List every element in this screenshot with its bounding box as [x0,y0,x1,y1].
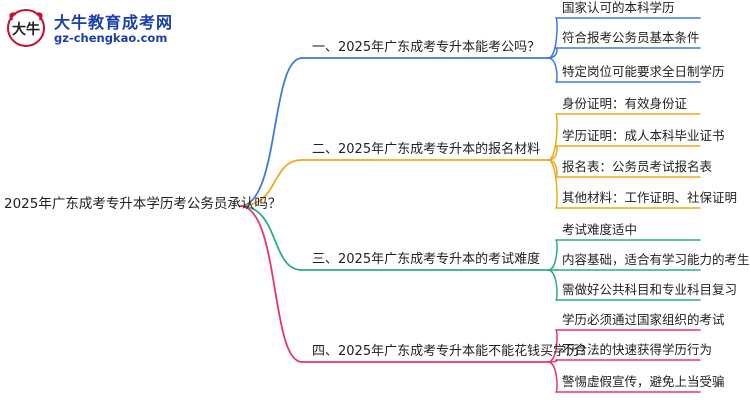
branch-topic-1: 一、2025年广东成考专升本能考公吗？ [312,40,541,55]
leaf-topic-2-2: 学历证明：成人本科毕业证书 [562,128,725,143]
branch-connector-4 [239,205,303,363]
root-topic: 2025年广东成考专升本学历考公务员承认吗？ [4,196,282,212]
emblem-text: 大牛 [12,21,40,38]
leaf-topic-2-1: 身份证明：有效身份证 [562,96,688,111]
child-connector-4-3 [547,361,558,393]
leaf-topic-3-3: 需做好公共科目和专业科目复习 [562,282,738,297]
child-connector-4-1 [547,329,558,363]
child-connector-1-2 [547,47,558,59]
leaf-topic-1-1: 国家认可的本科学历 [562,0,675,15]
child-connector-2-4 [547,159,558,209]
leaf-topic-4-1: 学历必须通过国家组织的考试 [562,312,725,327]
branch-topic-2: 二、2025年广东成考专升本的报名材料 [312,142,541,157]
child-connector-3-1 [547,239,558,271]
branch-topic-4: 四、2025年广东成考专升本能不能花钱买学历？ [312,344,593,359]
leaf-topic-1-3: 特定岗位可能要求全日制学历 [562,64,725,79]
leaf-topic-4-2: 不合法的快速获得学历行为 [562,342,713,357]
branch-connector-2 [239,159,303,207]
child-connector-2-1 [547,113,558,161]
leaf-topic-2-4: 其他材料：工作证明、社保证明 [562,190,738,205]
leaf-topic-3-2: 内容基础，适合有学习能力的考生 [562,252,750,267]
child-connector-1-1 [547,17,558,59]
logo-title: 大牛教育成考网 [54,13,174,32]
branch-topic-3: 三、2025年广东成考专升本的考试难度 [312,252,541,267]
bull-emblem-icon: 大牛 [7,9,45,47]
leaf-topic-3-1: 考试难度适中 [562,222,638,237]
branch-connector-3 [239,205,303,271]
site-logo[interactable]: 大牛 大牛教育成考网 gz-chengkao.com [4,6,172,50]
branch-connector-1 [239,57,303,207]
leaf-topic-1-2: 符合报考公务员基本条件 [562,30,700,45]
leaf-topic-4-3: 警惕虚假宣传，避免上当受骗 [562,374,725,389]
child-connector-1-3 [547,57,558,83]
leaf-topic-2-3: 报名表：公务员考试报名表 [562,159,713,174]
logo-url: gz-chengkao.com [54,31,168,45]
child-connector-3-3 [547,269,558,301]
